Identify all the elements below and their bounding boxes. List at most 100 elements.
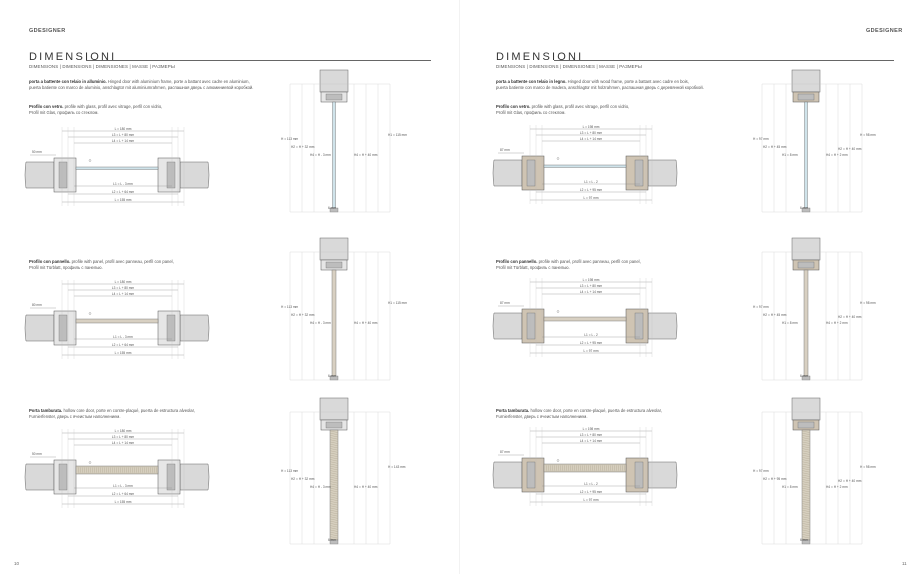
- core-hatch: [573, 464, 576, 472]
- dimension-label: L3 = L + 80 mm: [112, 286, 135, 290]
- core-hatch: [615, 464, 618, 472]
- dimension-label: L2 = L + 64 mm: [112, 343, 135, 347]
- dimension-label: 87 mm: [500, 148, 510, 152]
- core-hatch: [135, 466, 138, 474]
- hinge-mark: [88, 312, 92, 315]
- section-line-1: hollow core door, porte en contre-plaqué…: [529, 408, 662, 413]
- core-hatch: [330, 523, 338, 526]
- core-hatch: [549, 464, 552, 472]
- dimension-label: 6 mm: [328, 374, 336, 378]
- dimension-label: H1 = 8 mm: [782, 153, 798, 157]
- head-profile: [325, 421, 343, 429]
- core-hatch: [802, 518, 810, 521]
- dimension-label: H2 = H + 32 mm: [291, 145, 315, 149]
- section-line-2: Profil mit Glas, профиль со стеклом.: [29, 110, 99, 115]
- section-line-1: hollow core door, porte en contre-plaqué…: [62, 408, 195, 413]
- dimension-label: H4 = H - 3 mm: [310, 485, 331, 489]
- dimension-label: H = 98 mm: [860, 133, 876, 137]
- dimension-label: H2 = H + 32 mm: [291, 477, 315, 481]
- dimension-label: L = 155 mm: [115, 351, 132, 355]
- frame-profile: [526, 159, 536, 187]
- core-hatch: [139, 466, 142, 474]
- core-hatch: [621, 464, 624, 472]
- dimension-label: H2 = H + 45 mm: [763, 313, 787, 317]
- core-hatch: [330, 463, 338, 466]
- page-number: 10: [14, 561, 20, 566]
- dimension-label: H = 97 mm: [753, 305, 769, 309]
- frame-profile: [166, 314, 176, 342]
- core-hatch: [623, 464, 626, 472]
- core-hatch: [101, 466, 104, 474]
- core-hatch: [613, 464, 616, 472]
- core-hatch: [123, 466, 126, 474]
- section-line-2: Profil mit Glas, профиль со стеклом.: [496, 110, 566, 115]
- core-hatch: [575, 464, 578, 472]
- core-hatch: [802, 468, 810, 471]
- core-hatch: [330, 529, 338, 532]
- core-hatch: [137, 466, 140, 474]
- core-hatch: [330, 488, 338, 490]
- page-subtitle: DIMENSIONS | DIMENSIONS | DIMENSIONES | …: [29, 64, 175, 69]
- dimension-label: H2 = H + 45 mm: [763, 145, 787, 149]
- wall-left: [24, 161, 55, 189]
- head-profile: [797, 261, 815, 269]
- frame-profile: [58, 161, 68, 189]
- core-hatch: [557, 464, 560, 472]
- core-hatch: [802, 514, 810, 517]
- core-hatch: [559, 464, 562, 472]
- dimension-label: L = 97 mm: [583, 349, 598, 353]
- frame-profile: [526, 461, 536, 489]
- dimension-label: H2 = H + 40 mm: [838, 479, 862, 483]
- core-hatch: [330, 492, 338, 495]
- core-hatch: [330, 499, 338, 501]
- core-hatch: [802, 430, 810, 433]
- dimension-label: L4 = L + 14 mm: [112, 139, 135, 143]
- title-rule: [554, 60, 894, 61]
- dimension-label: 50 mm: [32, 452, 42, 456]
- page-gutter: [459, 0, 460, 574]
- section-line-2: Furnierfenster, дверь с ячеистым наполне…: [29, 414, 121, 419]
- hinge-mark: [88, 461, 92, 464]
- dimension-label: 6 mm: [800, 374, 808, 378]
- head-profile: [797, 93, 815, 101]
- core-hatch: [585, 464, 588, 472]
- frame-profile: [634, 312, 644, 340]
- head-profile: [325, 93, 343, 101]
- core-hatch: [330, 527, 338, 530]
- core-hatch: [593, 464, 596, 472]
- core-hatch: [131, 466, 134, 474]
- dimension-label: L = 155 mm: [115, 500, 132, 504]
- core-hatch: [555, 464, 558, 472]
- dimension-label: H4 = H + 2 mm: [826, 485, 848, 489]
- dimension-label: L2 = L + 95 mm: [580, 188, 603, 192]
- core-hatch: [802, 492, 810, 495]
- section-line-2: Furnierfenster, дверь с ячеистым наполне…: [496, 414, 588, 419]
- section-line-1: profile with panel, profil avec panneau,…: [537, 259, 641, 264]
- core-hatch: [802, 527, 810, 530]
- core-hatch: [330, 466, 338, 468]
- section-bold: Profilo con vetro.: [29, 104, 64, 109]
- core-hatch: [802, 470, 810, 473]
- section-line-1: profile with glass, profil avec vitrage,…: [530, 104, 630, 109]
- section-bold: Profilo con pannello.: [496, 259, 538, 264]
- core-hatch: [330, 441, 338, 444]
- core-hatch: [547, 464, 550, 472]
- core-hatch: [330, 518, 338, 521]
- core-hatch: [330, 525, 338, 528]
- core-hatch: [599, 464, 602, 472]
- core-hatch: [553, 464, 556, 472]
- core-hatch: [330, 470, 338, 473]
- section-bold: Porta tamburata.: [496, 408, 530, 413]
- core-hatch: [125, 466, 128, 474]
- dimension-label: H2 = H + 40 mm: [838, 147, 862, 151]
- core-hatch: [609, 464, 612, 472]
- core-hatch: [561, 464, 564, 472]
- door-panel: [543, 316, 627, 322]
